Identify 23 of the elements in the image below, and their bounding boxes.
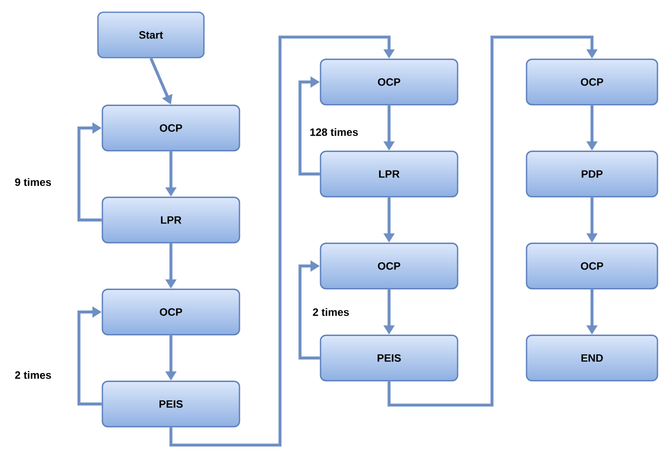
process-box: Start <box>97 12 205 58</box>
process-box: OCP <box>526 242 658 290</box>
process-box: LPR <box>102 196 240 244</box>
arrow <box>298 260 320 360</box>
process-box: PEIS <box>320 334 458 382</box>
process-box: OCP <box>320 58 458 106</box>
process-box: LPR <box>320 150 458 198</box>
process-box: OCP <box>526 58 658 106</box>
arrow <box>77 122 102 222</box>
arrow <box>77 306 102 406</box>
arrow <box>169 36 395 447</box>
arrow <box>298 76 320 176</box>
edge-label: 9 times <box>13 176 53 188</box>
process-box: OCP <box>320 242 458 290</box>
process-box: PEIS <box>102 380 240 428</box>
edge-label: 128 times <box>308 126 360 138</box>
process-box: END <box>526 334 658 382</box>
process-box: PDP <box>526 150 658 198</box>
process-box: OCP <box>102 104 240 152</box>
edge-label: 2 times <box>13 370 53 380</box>
edge-label: 2 times <box>311 306 351 318</box>
process-box: OCP <box>102 288 240 336</box>
arrow <box>388 36 598 407</box>
